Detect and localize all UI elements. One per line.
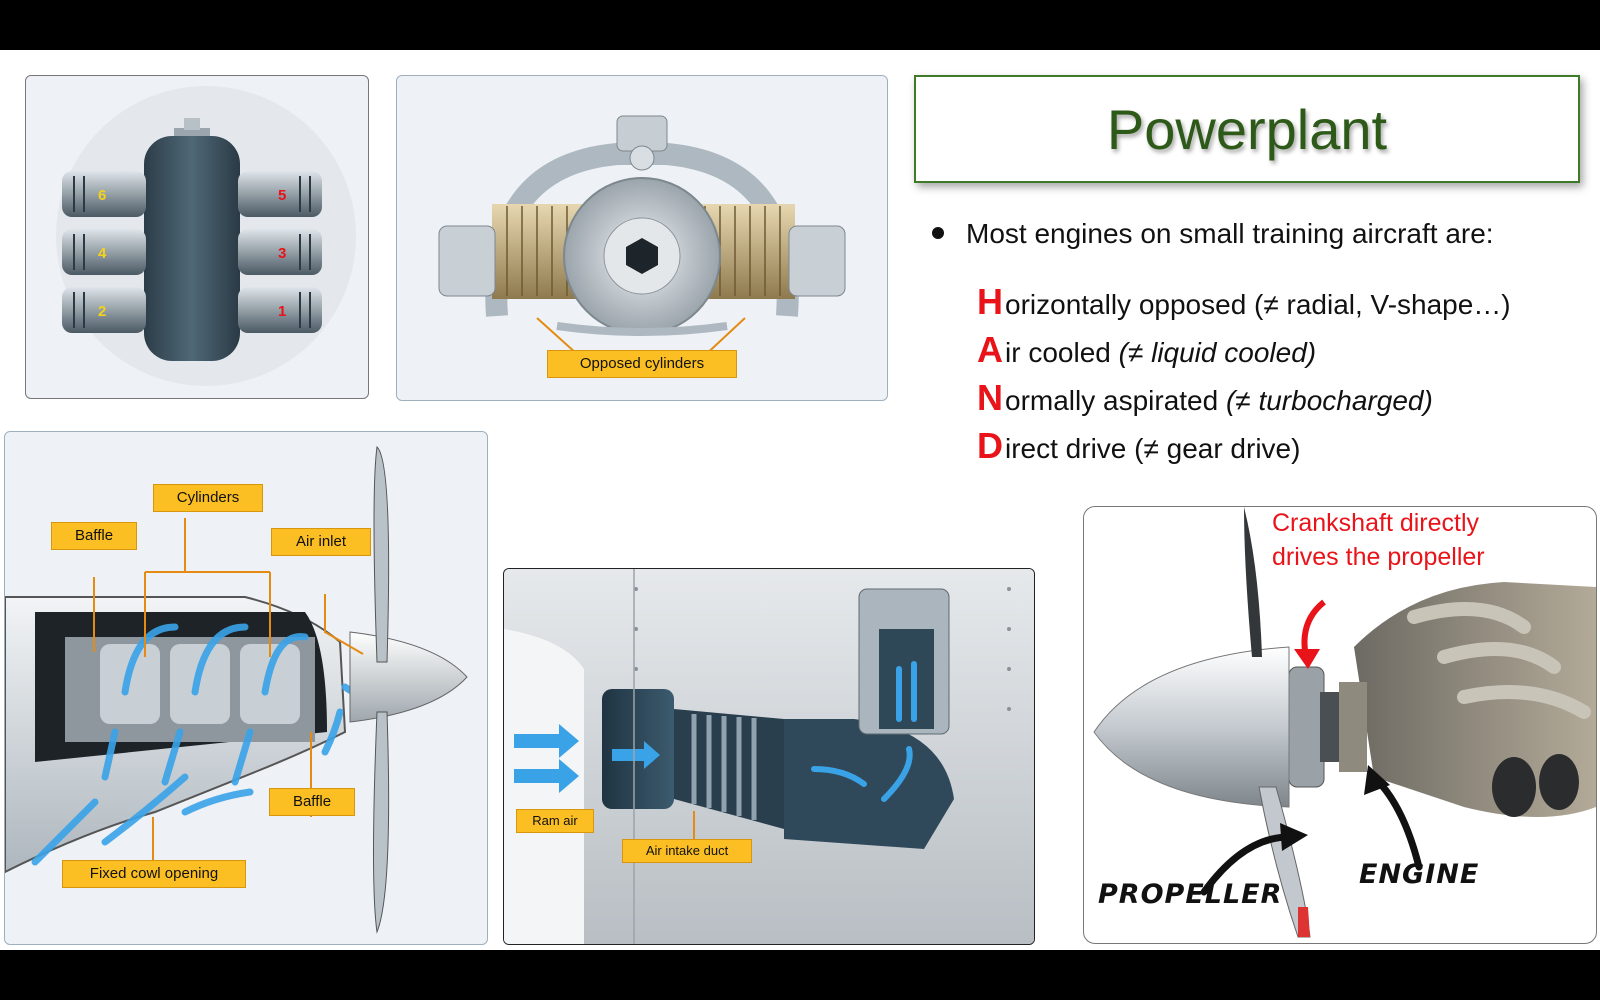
slide-title: Powerplant	[1106, 97, 1388, 161]
hand-text: irect drive (≠ gear drive)	[1005, 433, 1301, 464]
callout-cylinders: Cylinders	[153, 484, 263, 512]
callout-baffle-top: Baffle	[51, 522, 137, 550]
hand-row-n: Normally aspirated (≠ turbocharged)	[977, 374, 1511, 422]
cylinder-number-6: 6	[98, 187, 106, 204]
cylinder-number-4: 4	[98, 245, 107, 262]
callout-opposed-cylinders: Opposed cylinders	[547, 350, 737, 378]
crankshaft-note-line-1: Crankshaft directly	[1272, 509, 1480, 537]
cooling-airflow-illustration	[5, 445, 468, 934]
engine-label: ENGINE	[1359, 859, 1480, 890]
engine-front-view-panel: Opposed cylinders	[396, 75, 888, 401]
crankshaft-note-line-2: drives the propeller	[1272, 543, 1485, 571]
hand-italic-text: (≠ turbocharged)	[1225, 385, 1433, 416]
callout-air-intake-duct: Air intake duct	[622, 839, 752, 863]
slide: 6 5 4 3 2 1	[0, 50, 1600, 950]
hand-letter: N	[977, 377, 1003, 418]
callout-ram-air: Ram air	[516, 809, 594, 833]
engine-top-view-panel: 6 5 4 3 2 1	[25, 75, 369, 399]
hand-text: ir cooled	[1005, 337, 1119, 368]
hand-letter: D	[977, 425, 1003, 466]
cylinder-number-5: 5	[278, 187, 286, 204]
cylinder-number-2: 2	[98, 303, 106, 320]
callout-air-inlet: Air inlet	[271, 528, 371, 556]
direct-drive-illustration	[1093, 507, 1596, 938]
bullet-dot-icon	[932, 226, 944, 239]
hand-text: ormally aspirated	[1005, 385, 1226, 416]
hand-letter: A	[977, 329, 1003, 370]
engine-front-view-illustration	[438, 115, 846, 373]
cooling-airflow-panel: Cylinders Baffle Air inlet Baffle Fixed …	[4, 431, 488, 945]
callout-fixed-cowl-opening: Fixed cowl opening	[62, 860, 246, 888]
hand-row-a: Air cooled (≠ liquid cooled)	[977, 326, 1511, 374]
air-intake-illustration	[504, 569, 1034, 944]
hand-letter: H	[977, 281, 1003, 322]
hand-text: orizontally opposed (≠ radial, V-shape…)	[1005, 289, 1511, 320]
propeller-label: PROPELLER	[1098, 879, 1283, 910]
hand-italic-text: (≠ liquid cooled)	[1118, 337, 1317, 368]
crankshaft-note: Crankshaft directly drives the propeller	[1272, 506, 1485, 574]
hand-acronym-list: Horizontally opposed (≠ radial, V-shape……	[977, 278, 1511, 470]
slide-title-box: Powerplant	[914, 75, 1580, 183]
engine-top-view-illustration: 6 5 4 3 2 1	[56, 86, 356, 386]
hand-row-d: Direct drive (≠ gear drive)	[977, 422, 1511, 470]
cylinder-number-1: 1	[278, 303, 286, 320]
bullet-text: Most engines on small training aircraft …	[966, 218, 1494, 249]
air-intake-panel: Ram air Air intake duct	[503, 568, 1035, 945]
cylinder-number-3: 3	[278, 245, 286, 262]
direct-drive-panel: PROPELLER ENGINE	[1083, 506, 1597, 944]
bullet-point: Most engines on small training aircraft …	[932, 218, 1494, 250]
callout-baffle-bottom: Baffle	[269, 788, 355, 816]
hand-row-h: Horizontally opposed (≠ radial, V-shape……	[977, 278, 1511, 326]
